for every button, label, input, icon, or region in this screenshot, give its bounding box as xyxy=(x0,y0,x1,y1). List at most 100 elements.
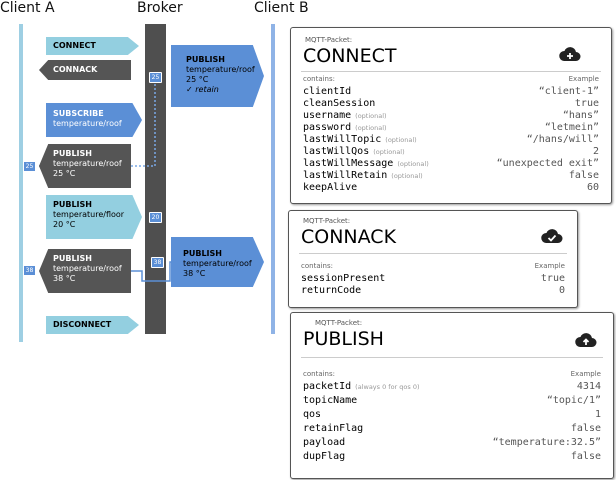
field-row: cleanSession true xyxy=(303,98,599,110)
field-example-value: “letmein” xyxy=(544,122,599,133)
msg-connack: CONNACK xyxy=(39,60,131,80)
field-name: qos xyxy=(303,409,322,420)
msg-publish-38-b: PUBLISH temperature/roof 38 °C xyxy=(171,237,264,287)
field-optional-note: (optional) xyxy=(355,112,387,120)
msg-publish-38-a: PUBLISH temperature/roof 38 °C xyxy=(39,249,131,293)
card-connect-contains: contains: xyxy=(303,75,335,83)
card-connect: MQTT-Packet: CONNECT contains: Example c… xyxy=(290,27,612,204)
field-example-value: false xyxy=(568,170,599,181)
field-name: keepAlive xyxy=(303,182,358,193)
card-publish: MQTT-Packet: PUBLISH contains: Example p… xyxy=(290,312,614,479)
msg-publish-25-b-retain: ✓ retain xyxy=(186,85,219,94)
field-example-value: 2 xyxy=(592,146,599,157)
bubble-20-broker: 20 xyxy=(149,212,162,223)
client-a-lifeline xyxy=(19,24,23,342)
msg-publish-38-b-value: 38 °C xyxy=(183,269,206,278)
msg-publish-25-b-topic: temperature/roof xyxy=(186,65,255,74)
card-connack: MQTT-Packet: CONNACK contains: Example s… xyxy=(288,210,578,308)
msg-connect-title: CONNECT xyxy=(53,41,96,50)
field-name: password xyxy=(303,122,352,133)
msg-subscribe-topic: temperature/roof xyxy=(53,119,122,128)
card-publish-title: PUBLISH xyxy=(303,328,384,350)
field-name: returnCode xyxy=(301,285,362,296)
msg-publish-38-a-value: 38 °C xyxy=(53,274,76,283)
field-name: payload xyxy=(303,437,346,448)
cloud-plus-icon xyxy=(559,47,581,61)
card-connack-separator xyxy=(299,253,567,254)
msg-disconnect: DISCONNECT xyxy=(46,316,139,334)
field-row: topicName “topic/1” xyxy=(303,395,601,407)
field-optional-note: (optional) xyxy=(391,172,423,180)
field-row: packetId(always 0 for qos 0)4314 xyxy=(303,381,601,393)
field-row: clientId “client-1” xyxy=(303,86,599,98)
field-name: retainFlag xyxy=(303,423,364,434)
field-row: lastWillMessage(optional)“unexpected exi… xyxy=(303,158,599,170)
field-name: dupFlag xyxy=(303,451,346,462)
card-connect-kind: MQTT-Packet: xyxy=(305,36,353,44)
card-publish-example-label: Example xyxy=(570,370,601,378)
field-example-value: false xyxy=(570,451,601,462)
msg-publish-38-a-topic: temperature/roof xyxy=(53,264,122,273)
field-name: clientId xyxy=(303,86,352,97)
msg-publish-38-a-title: PUBLISH xyxy=(53,254,92,263)
field-row: dupFlag false xyxy=(303,451,601,463)
field-row: password(optional)“letmein” xyxy=(303,122,599,134)
field-row: lastWillQos(optional)2 xyxy=(303,146,599,158)
field-example-value: true xyxy=(574,98,599,109)
field-row: lastWillTopic(optional)“/hans/will” xyxy=(303,134,599,146)
card-publish-contains: contains: xyxy=(303,370,335,378)
field-example-value: “client-1” xyxy=(538,86,599,97)
field-name: topicName xyxy=(303,395,358,406)
msg-subscribe-title: SUBSCRIBE xyxy=(53,109,104,118)
msg-connect: CONNECT xyxy=(46,37,139,55)
msg-publish-25-a-topic: temperature/roof xyxy=(53,159,122,168)
bubble-25-client-a: 25 xyxy=(23,161,36,172)
bubble-38-broker: 38 xyxy=(151,257,164,268)
field-example-value: “topic/1” xyxy=(546,395,601,406)
broker-lifeline xyxy=(145,24,166,334)
msg-publish-25-a: PUBLISH temperature/roof 25 °C xyxy=(39,144,131,188)
card-connack-contains: contains: xyxy=(301,262,333,270)
cloud-upload-icon xyxy=(575,333,597,347)
card-publish-separator xyxy=(301,357,603,358)
field-row: payload“temperature:32.5” xyxy=(303,437,601,449)
bubble-38-client-a: 38 xyxy=(23,265,36,276)
field-row: keepAlive 60 xyxy=(303,182,599,194)
field-name: username xyxy=(303,110,352,121)
field-name: packetId xyxy=(303,381,352,392)
field-row: qos 1 xyxy=(303,409,601,421)
cloud-check-icon xyxy=(541,229,563,243)
msg-subscribe: SUBSCRIBE temperature/roof xyxy=(46,103,142,137)
field-example-value: 4314 xyxy=(576,381,601,392)
broker-header: Broker xyxy=(137,0,183,16)
msg-publish-38-b-title: PUBLISH xyxy=(183,249,222,258)
msg-connack-title: CONNACK xyxy=(53,65,98,74)
field-example-value: 60 xyxy=(586,182,599,193)
card-connect-title: CONNECT xyxy=(303,45,397,67)
field-name: lastWillQos xyxy=(303,146,370,157)
msg-publish-20: PUBLISH temperature/floor 20 °C xyxy=(46,195,142,239)
field-example-value: “hans” xyxy=(562,110,599,121)
msg-disconnect-title: DISCONNECT xyxy=(53,320,112,329)
field-name: lastWillMessage xyxy=(303,158,394,169)
card-publish-kind: MQTT-Packet: xyxy=(315,319,363,327)
field-name: lastWillRetain xyxy=(303,170,388,181)
field-example-value: “/hans/will” xyxy=(526,134,599,145)
client-b-lifeline xyxy=(271,24,275,334)
msg-publish-25-b-value: 25 °C xyxy=(186,75,209,84)
bubble-25-broker: 25 xyxy=(149,72,162,83)
card-connect-separator xyxy=(301,71,601,72)
client-b-header: Client B xyxy=(254,0,309,16)
field-example-value: “unexpected exit” xyxy=(496,158,599,169)
field-name: cleanSession xyxy=(303,98,376,109)
field-row: username(optional) “hans” xyxy=(303,110,599,122)
msg-publish-20-topic: temperature/floor xyxy=(53,210,125,219)
field-name: sessionPresent xyxy=(301,273,386,284)
field-name: lastWillTopic xyxy=(303,134,382,145)
field-example-value: 1 xyxy=(594,409,601,420)
msg-publish-38-b-topic: temperature/roof xyxy=(183,259,252,268)
client-a-header: Client A xyxy=(0,0,55,16)
